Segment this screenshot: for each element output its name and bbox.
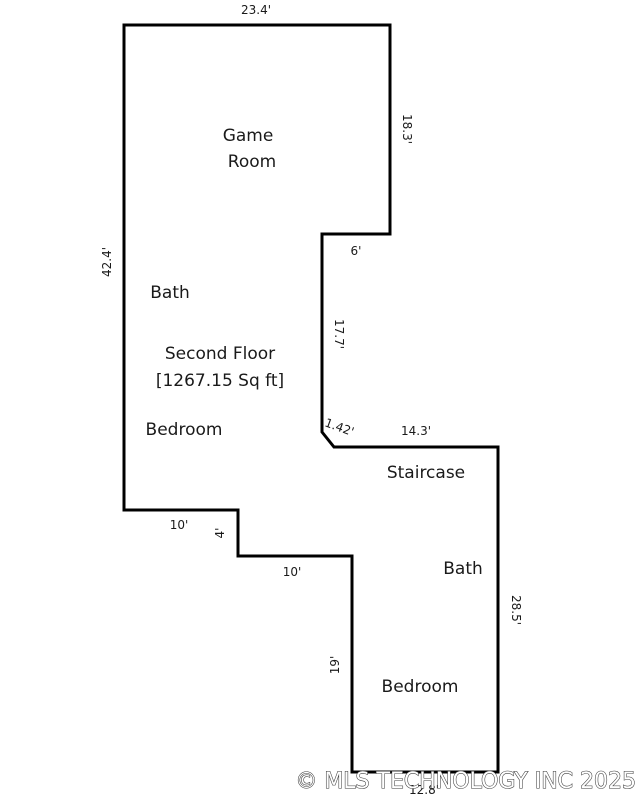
game-room-label-line1: Game (223, 126, 274, 146)
dim-bottom-left-horizontal: 10' (170, 518, 189, 532)
copyright-watermark: © MLS TECHNOLOGY INC 2025 (295, 769, 636, 794)
dim-left: 42.4' (100, 247, 114, 277)
floor-title: Second Floor (165, 344, 275, 364)
dim-diagonal: 1.42' (323, 416, 356, 439)
staircase-label: Staircase (387, 463, 465, 483)
dim-right-upper: 18.3' (400, 114, 414, 144)
floor-area: [1267.15 Sq ft] (156, 371, 284, 391)
dim-mid-vertical: 17.7' (332, 319, 346, 349)
dim-bottom: 12.8' (409, 783, 439, 797)
game-room-label-line2: Room (228, 152, 276, 172)
bath-lower-label: Bath (443, 559, 483, 579)
dim-bottom-vertical: 19' (328, 656, 342, 675)
bath-upper-label: Bath (150, 283, 190, 303)
dim-top: 23.4' (241, 3, 271, 17)
dim-bottom-left-vertical: 4' (213, 528, 227, 539)
bedroom-lower-label: Bedroom (382, 677, 459, 697)
dim-ledge: 14.3' (401, 424, 431, 438)
dim-bottom-mid-horizontal: 10' (283, 565, 302, 579)
bedroom-upper-label: Bedroom (146, 420, 223, 440)
dim-right-lower: 28.5' (509, 595, 523, 625)
floor-outline (122, 23, 500, 774)
dim-step-in: 6' (351, 244, 362, 258)
